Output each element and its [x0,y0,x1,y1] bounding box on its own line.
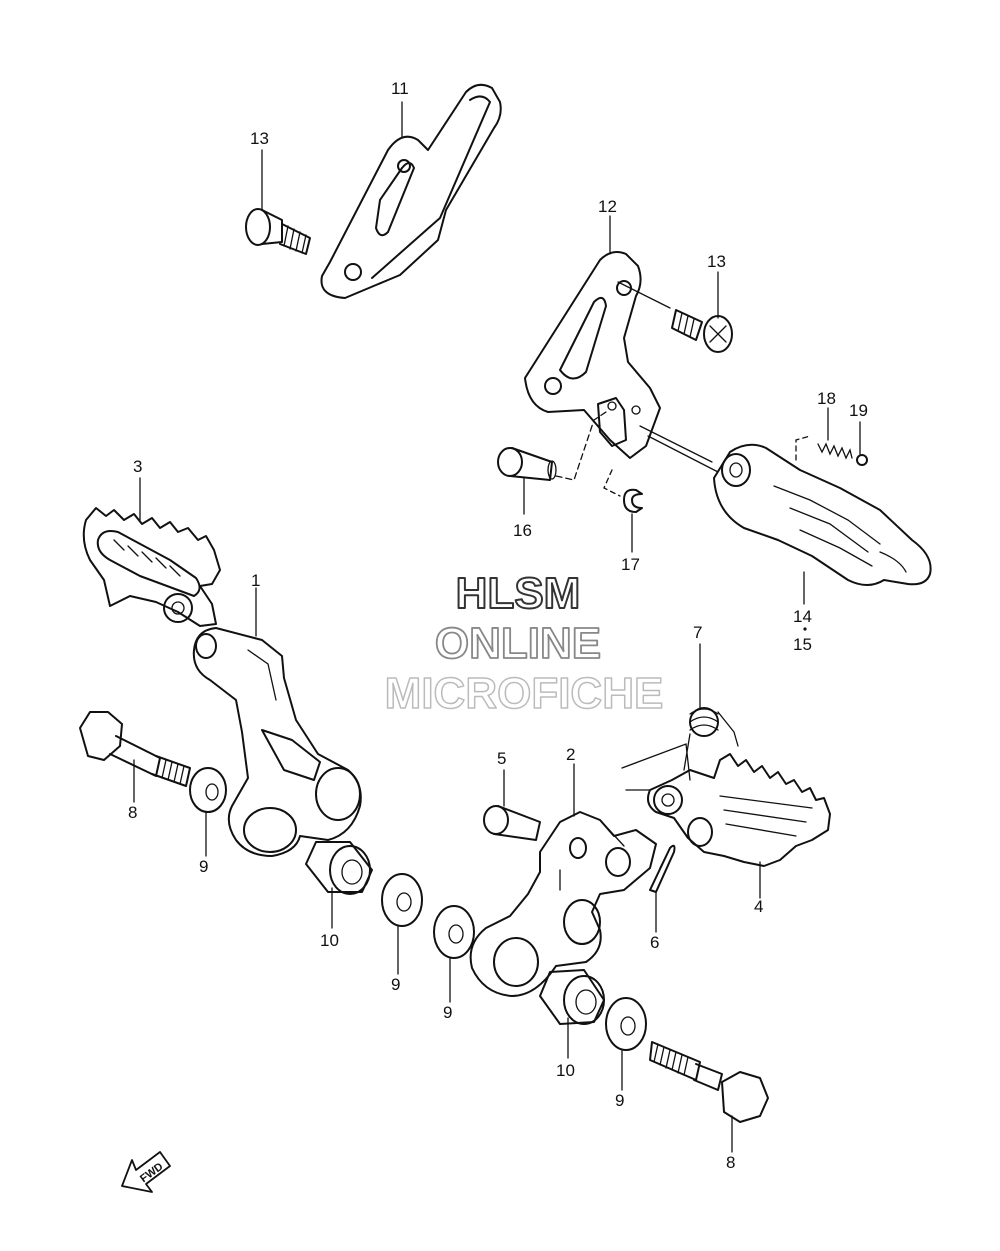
callout-12: 12 [598,197,617,216]
callout-18: 18 [817,389,836,408]
callout-10-left: 10 [320,931,339,950]
watermark-line-1: HLSM [456,569,581,618]
callout-6: 6 [650,933,659,952]
left-footpeg [82,507,221,627]
rider-footpeg [639,425,932,586]
callout-9-c: 9 [443,1003,452,1022]
footrest-bracket [524,251,671,459]
callout-2: 2 [566,745,575,764]
detent-ball [856,454,868,466]
callout-labels: 1 2 3 4 5 6 7 8 8 9 9 9 9 10 10 11 12 13… [128,79,868,1172]
callout-14: 14 [793,607,812,626]
watermark: HLSM ONLINE MICROFICHE [384,568,664,719]
fwd-arrow-icon: FWD [121,1151,171,1193]
callout-5: 5 [497,749,506,768]
flange-bolt-8-right [649,1041,769,1123]
washer-9-d [605,997,647,1051]
callout-11: 11 [391,79,409,98]
callout-19: 19 [849,401,868,420]
torsion-spring [683,707,739,771]
callout-16: 16 [513,521,532,540]
e-clip [603,469,643,513]
callout-4: 4 [754,897,763,916]
leader-lines [133,101,861,1153]
spring [795,435,853,461]
callout-9-b: 9 [391,975,400,994]
callout-10-right: 10 [556,1061,575,1080]
washer-9-b [381,873,423,927]
bolt-13-right [671,309,733,353]
watermark-line-3: MICROFICHE [385,669,664,718]
callout-13-right: 13 [707,252,726,271]
callout-17: 17 [621,555,640,574]
callout-7: 7 [693,623,702,642]
left-footrest-arm [192,627,362,857]
cotter-pin [649,844,676,893]
callout-9-d: 9 [615,1091,624,1110]
callout-8-right: 8 [726,1153,735,1172]
right-footpeg [621,743,831,867]
washer-9-a [189,767,227,813]
flange-bolt-8-left [79,711,191,787]
callout-8-left: 8 [128,803,137,822]
heel-guard-plate [320,83,502,299]
callout-13-left: 13 [250,129,269,148]
clevis-pin [497,411,607,481]
callout-separator-dot [803,627,807,631]
callout-1: 1 [251,571,260,590]
callout-9-a: 9 [199,857,208,876]
right-footrest-arm [469,811,657,997]
footpeg-pin [483,805,541,841]
watermark-line-2: ONLINE [435,619,601,668]
bushing-10-left [305,841,373,895]
bushing-10-right [539,969,605,1025]
bolt-13-left [245,208,311,255]
callout-15: 15 [793,635,812,654]
callout-3: 3 [133,457,142,476]
washer-9-c [433,905,475,959]
